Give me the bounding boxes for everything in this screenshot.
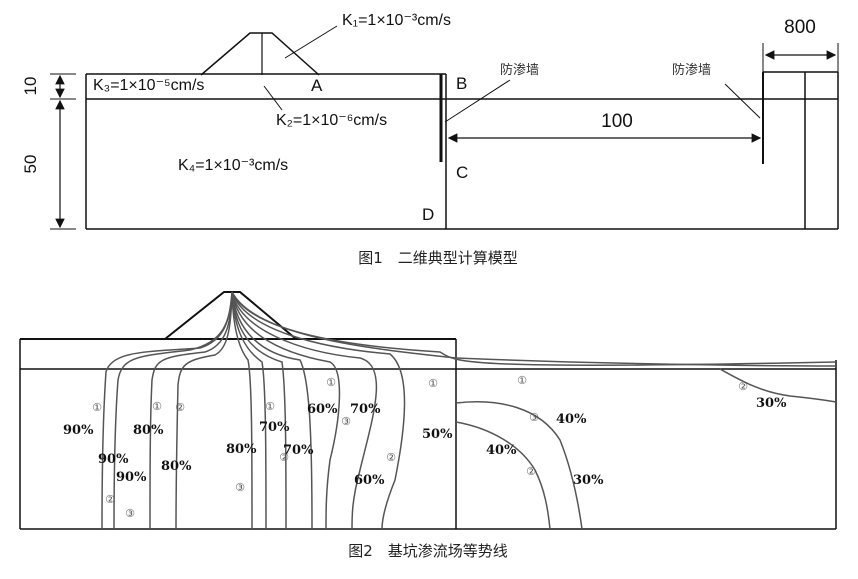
contour-percent-label: 30% <box>573 473 604 488</box>
contour-percent-label: 80% <box>161 459 192 474</box>
embankment-outline <box>200 32 320 76</box>
wall-leader-left <box>444 79 511 123</box>
point-d-label: D <box>422 205 434 224</box>
contour-marker: ② <box>279 451 289 464</box>
wall-label-left: 防渗墙 <box>500 62 539 78</box>
contour-marker: ① <box>265 400 275 413</box>
contour-percent-label: 70% <box>259 420 290 435</box>
contour-marker: ③ <box>529 411 539 424</box>
contour-marker: ① <box>428 377 438 390</box>
contour-percent-label: 80% <box>226 442 257 457</box>
point-c-label: C <box>456 163 468 182</box>
contour-marker: ② <box>386 451 396 464</box>
contour-percent-label: 40% <box>486 443 517 458</box>
contour-percent-labels: 90%80%90%90%80%80%70%70%60%70%60%50%40%4… <box>63 396 787 488</box>
contour-marker: ③ <box>235 481 245 494</box>
k3-label: K₃=1×10⁻⁵cm/s <box>93 77 204 94</box>
contour-percent-label: 60% <box>307 402 338 417</box>
figure2-caption: 图2 基坑渗流场等势线 <box>348 542 508 560</box>
dim-800-label: 800 <box>784 17 816 38</box>
wall-label-right: 防渗墙 <box>672 62 711 78</box>
contour-marker: ① <box>152 400 162 413</box>
contour-marker: ① <box>517 374 527 387</box>
point-a-label: A <box>311 76 323 95</box>
dim-50-label: 50 <box>21 155 40 174</box>
contour-marker: ① <box>326 376 336 389</box>
k2-label: K₂=1×10⁻⁶cm/s <box>276 112 387 129</box>
dim-100-label: 100 <box>601 111 633 132</box>
contour-marker: ③ <box>125 507 135 520</box>
contour-marker: ② <box>175 401 185 414</box>
k2-leader <box>263 85 283 111</box>
contour-marker: ② <box>105 493 115 506</box>
contour-percent-label: 90% <box>63 423 94 438</box>
contour-marker: ② <box>738 380 748 393</box>
dim-10-label: 10 <box>21 77 40 96</box>
figure1-caption: 图1 二维典型计算模型 <box>358 249 518 267</box>
contour-40 <box>455 401 583 530</box>
contour-percent-label: 50% <box>422 427 453 442</box>
contour-percent-label: 90% <box>98 452 129 467</box>
contour-30 <box>455 421 551 530</box>
figure2-seepage: 90%80%90%90%80%80%70%70%60%70%60%50%40%4… <box>19 291 837 560</box>
contour-percent-label: 80% <box>133 423 164 438</box>
figure1-model: 10 50 800 100 K₁=1×10⁻³cm/s K₃=1×10⁻⁵cm/… <box>21 12 839 267</box>
contour-marker: ① <box>92 401 102 414</box>
k1-label: K₁=1×10⁻³cm/s <box>342 12 451 29</box>
contour-percent-label: 70% <box>350 402 381 417</box>
contour-percent-label: 90% <box>116 470 147 485</box>
contour-percent-label: 30% <box>756 396 787 411</box>
contour-percent-label: 60% <box>354 473 385 488</box>
contour-percent-label: 70% <box>283 443 314 458</box>
contour-30-right <box>719 368 837 403</box>
point-b-label: B <box>456 74 467 93</box>
k1-leader <box>284 25 338 59</box>
flow-fan <box>101 291 837 530</box>
contour-marker: ② <box>526 465 536 478</box>
k4-label: K₄=1×10⁻³cm/s <box>178 157 288 174</box>
contour-percent-label: 40% <box>556 412 587 427</box>
wall-leader-right <box>724 83 761 119</box>
contour-marker: ③ <box>341 415 351 428</box>
